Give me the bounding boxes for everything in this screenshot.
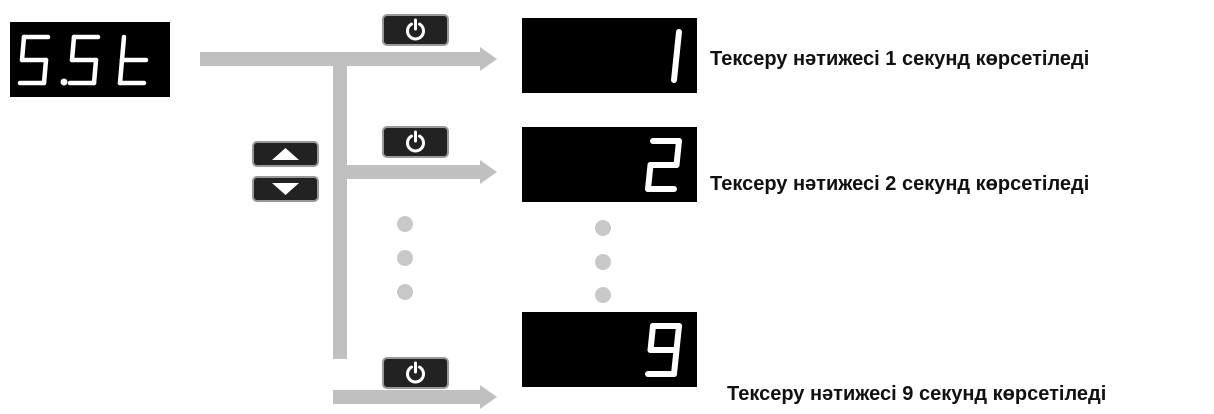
flow-line-vertical xyxy=(333,59,347,359)
ellipsis-dot xyxy=(397,216,413,232)
flow-lines xyxy=(200,47,497,409)
ellipsis-right xyxy=(595,220,611,303)
arrow-up-icon xyxy=(272,148,299,160)
power-button[interactable] xyxy=(382,126,449,158)
up-button[interactable] xyxy=(252,141,319,167)
decimal-point xyxy=(60,78,68,86)
arrow-down-icon xyxy=(272,183,299,195)
segment-digit xyxy=(117,34,149,86)
segment-digit xyxy=(67,34,101,86)
result-display-1-digit xyxy=(671,29,682,83)
segment-digit xyxy=(17,34,51,86)
power-icon xyxy=(406,130,425,153)
power-icon xyxy=(406,361,425,384)
ellipsis-dot xyxy=(397,250,413,266)
flow-line-branch-9 xyxy=(333,390,480,404)
power-button[interactable] xyxy=(382,357,449,389)
segment-digit xyxy=(645,323,682,377)
flow-arrowhead-2 xyxy=(480,160,497,184)
segment-digit xyxy=(645,138,682,192)
result-display-1 xyxy=(522,18,697,93)
flow-arrowhead-3 xyxy=(480,385,497,409)
power-button[interactable] xyxy=(382,14,449,46)
ellipsis-dot xyxy=(595,254,611,270)
down-button[interactable] xyxy=(252,176,319,202)
ellipsis-left xyxy=(397,216,413,300)
result-display-2-digit xyxy=(645,138,682,192)
ellipsis-dot xyxy=(595,287,611,303)
segment-digit xyxy=(671,29,682,83)
flow-line-branch-2 xyxy=(333,165,480,179)
source-display-digits xyxy=(17,34,149,86)
flow-arrowhead-1 xyxy=(480,47,497,71)
step-caption-3: Тексеру нәтижесі 9 секунд көрсетіледі xyxy=(727,383,1107,405)
step-caption-2: Тексеру нәтижесі 2 секунд көрсетіледі xyxy=(710,173,1090,195)
ellipsis-dot xyxy=(595,220,611,236)
result-display-3-digit xyxy=(645,323,682,377)
step-caption-1: Тексеру нәтижесі 1 секунд көрсетіледі xyxy=(710,48,1090,70)
power-icon xyxy=(406,18,425,41)
ellipsis-dot xyxy=(397,284,413,300)
